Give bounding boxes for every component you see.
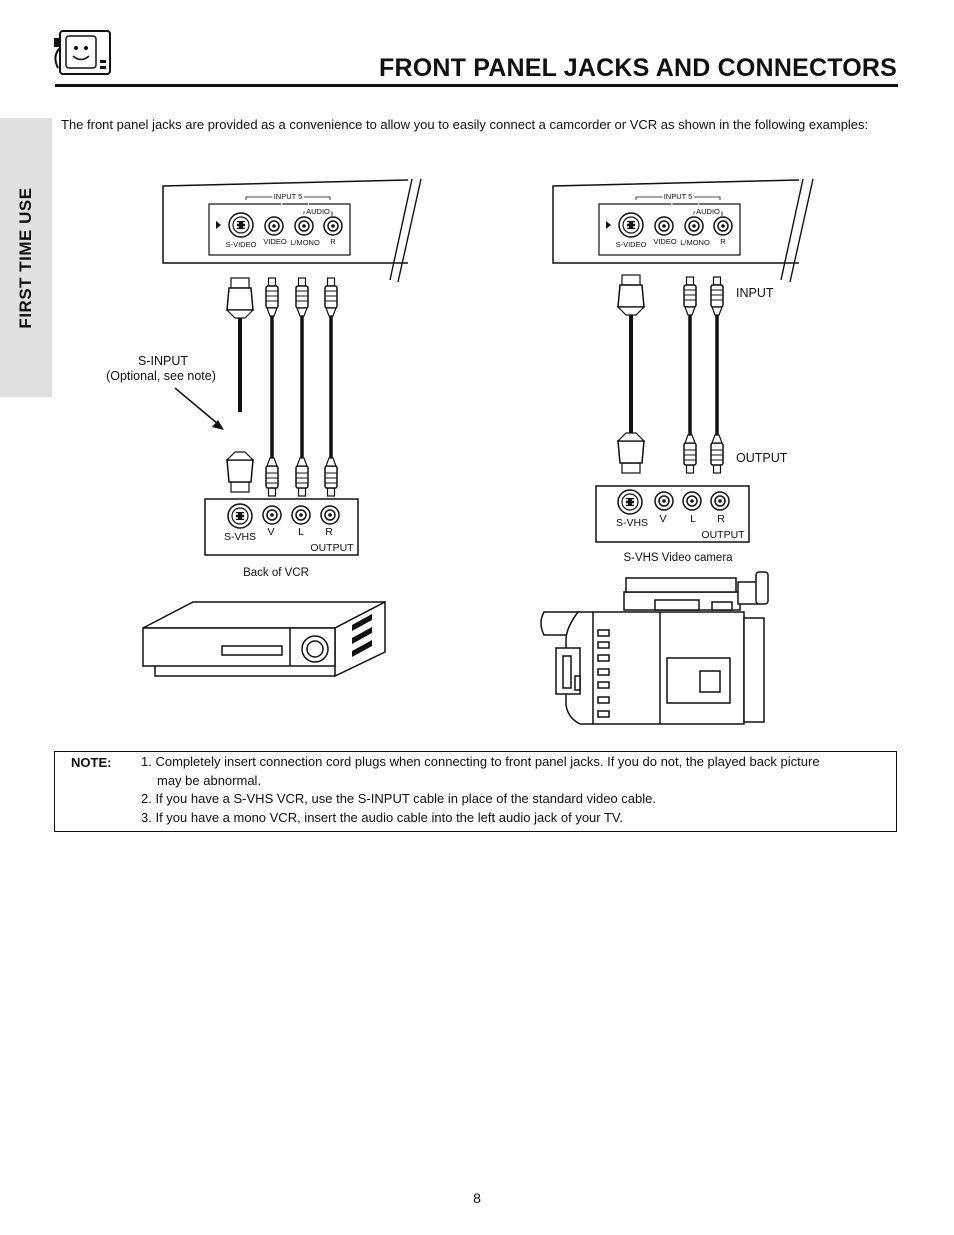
- l-mono-label: L/MONO: [290, 238, 320, 247]
- note-item-1-continued: may be abnormal.: [157, 772, 262, 788]
- connection-diagram: INPUT 5 AUDIO S-VIDEO VIDEO L/MONO R S-I…: [106, 178, 814, 725]
- video-label: VIDEO: [263, 237, 287, 246]
- tv-front-panel-right: INPUT 5 AUDIO S-VIDEO VIDEO L/MONO R: [552, 178, 814, 283]
- s-video-jack: [228, 212, 254, 238]
- v-label: V: [659, 513, 666, 525]
- output-label: OUTPUT: [701, 529, 745, 541]
- note-item-3: 3. If you have a mono VCR, insert the au…: [141, 809, 624, 825]
- arrow-marker-icon: [606, 221, 611, 229]
- page-title: FRONT PANEL JACKS AND CONNECTORS: [378, 54, 897, 82]
- l-mono-label: L/MONO: [680, 238, 710, 247]
- audio-right-jack: [713, 216, 733, 236]
- s-vhs-label: S-VHS: [616, 517, 648, 529]
- intro-paragraph: The front panel jacks are provided as a …: [61, 117, 869, 132]
- audio-left-jack: [684, 216, 704, 236]
- note-item-2: 2. If you have a S-VHS VCR, use the S-IN…: [141, 791, 656, 806]
- r-label: R: [720, 237, 726, 246]
- s-video-label: S-VIDEO: [616, 240, 647, 249]
- s-input-callout-title: S-INPUT: [138, 354, 188, 368]
- video-jack: [264, 216, 284, 236]
- input5-label: INPUT 5: [664, 192, 693, 201]
- tv-mascot-icon: [54, 30, 111, 75]
- input5-label: INPUT 5: [274, 192, 303, 201]
- page-number: 8: [473, 1190, 481, 1206]
- side-tab: [0, 118, 52, 397]
- audio-right-jack: [323, 216, 343, 236]
- vcr-output-panel: S-VHS V L R OUTPUT: [204, 498, 359, 556]
- note-item-1: 1. Completely insert connection cord plu…: [141, 754, 820, 769]
- back-of-vcr-caption: Back of VCR: [243, 567, 309, 579]
- s-vhs-label: S-VHS: [224, 531, 256, 543]
- video-jack: [654, 216, 674, 236]
- camera-caption: S-VHS Video camera: [623, 552, 733, 564]
- v-label: V: [267, 526, 274, 538]
- audio-label: AUDIO: [696, 207, 720, 216]
- callout-arrow-icon: [174, 387, 224, 430]
- audio-left-jack: [294, 216, 314, 236]
- video-label: VIDEO: [653, 237, 677, 246]
- s-video-label: S-VIDEO: [226, 240, 257, 249]
- vcr-illustration: [142, 600, 386, 678]
- arrow-marker-icon: [216, 221, 221, 229]
- r-label: R: [325, 526, 333, 538]
- s-video-jack: [618, 212, 644, 238]
- output-label: OUTPUT: [736, 451, 788, 465]
- cable-set-right: [617, 274, 724, 474]
- camera-output-panel: S-VHS V L R OUTPUT: [595, 485, 750, 543]
- cable-set-left: [226, 277, 338, 497]
- input-label: INPUT: [736, 286, 774, 300]
- tv-front-panel-left: INPUT 5 AUDIO S-VIDEO VIDEO L/MONO R: [162, 178, 422, 283]
- camcorder-illustration: [540, 571, 769, 725]
- title-rule: [55, 84, 898, 87]
- s-input-callout-note: (Optional, see note): [106, 369, 216, 383]
- l-label: L: [298, 526, 304, 538]
- r-label: R: [330, 237, 336, 246]
- note-box: NOTE: 1. Completely insert connection co…: [54, 751, 897, 832]
- audio-label: AUDIO: [306, 207, 330, 216]
- r-label: R: [717, 513, 725, 525]
- l-label: L: [690, 513, 696, 525]
- note-label: NOTE:: [71, 755, 112, 770]
- output-label: OUTPUT: [310, 542, 354, 554]
